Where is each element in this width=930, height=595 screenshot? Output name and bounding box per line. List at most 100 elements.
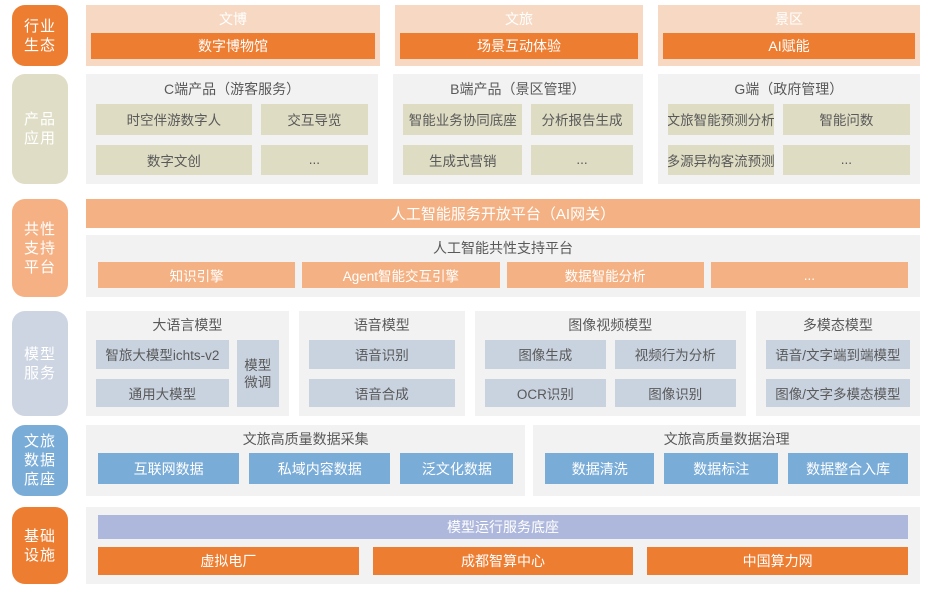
data-collection-group: 文旅高质量数据采集 互联网数据 私域内容数据 泛文化数据 [86, 425, 526, 496]
model-group-title: 语音模型 [353, 317, 410, 333]
model-item: 智旅大模型ichts-v2 [96, 340, 229, 369]
infrastructure-panel: 模型运行服务底座 虚拟电厂 成都智算中心 中国算力网 [86, 507, 920, 584]
section-industry-ecosystem: 行业 生态 文博 数字博物馆 文旅 场景互动体验 景区 AI赋能 [0, 5, 930, 66]
ai-culture-tourism-architecture-diagram: 行业 生态 文博 数字博物馆 文旅 场景互动体验 景区 AI赋能 产品 应用 [0, 5, 930, 595]
product-button-grid: 文旅智能预测分析 智能问数 多源异构客流预测 ... [667, 104, 910, 175]
multimodal-button-stack: 语音/文字端到端模型 图像/文字多模态模型 [765, 340, 910, 407]
data-item: 互联网数据 [98, 453, 240, 484]
label-line: 底座 [23, 471, 56, 488]
product-item-more: ... [260, 144, 369, 175]
model-group-title: 图像视频模型 [568, 317, 653, 333]
industry-ecosystem-label: 行业 生态 [12, 5, 68, 66]
data-foundation-label: 文旅 数据 底座 [12, 425, 68, 496]
eco-column-tourism: 文旅 场景互动体验 [395, 5, 643, 66]
eco-column-bar: AI赋能 [663, 33, 915, 59]
model-item: OCR识别 [484, 378, 606, 407]
ai-common-platform-panel: 人工智能共性支持平台 知识引擎 Agent智能交互引擎 数据智能分析 ... [86, 235, 920, 297]
label-line: 模型 [244, 357, 272, 373]
label-line: 基础 [23, 527, 56, 545]
label-line: 应用 [23, 130, 56, 147]
label-line: 数据 [23, 452, 56, 469]
model-item: 语音/文字端到端模型 [765, 340, 910, 369]
label-line: 行业 [23, 17, 56, 35]
eco-column-museum: 文博 数字博物馆 [86, 5, 380, 66]
data-group-title: 文旅高质量数据采集 [242, 431, 369, 447]
eco-column-title: 文博 [219, 11, 247, 27]
product-item: 智能问数 [782, 104, 910, 135]
llm-button-stack: 智旅大模型ichts-v2 通用大模型 [96, 340, 229, 407]
product-item: 多源异构客流预测 [667, 144, 774, 175]
infrastructure-button-row: 虚拟电厂 成都智算中心 中国算力网 [98, 547, 909, 575]
infrastructure-item: 成都智算中心 [372, 547, 634, 575]
product-applications-label: 产品 应用 [12, 74, 68, 184]
infrastructure-content: 模型运行服务底座 虚拟电厂 成都智算中心 中国算力网 [86, 507, 920, 584]
model-group-title: 大语言模型 [152, 317, 223, 333]
ai-gateway-bar: 人工智能服务开放平台（AI网关） [86, 199, 920, 228]
label-line: 文旅 [23, 433, 56, 450]
data-governance-group: 文旅高质量数据治理 数据清洗 数据标注 数据整合入库 [533, 425, 920, 496]
eco-column-bar: 数字博物馆 [91, 33, 375, 59]
model-item: 图像/文字多模态模型 [765, 378, 910, 407]
label-line: 平台 [23, 258, 56, 276]
product-group-b-side: B端产品（景区管理） 智能业务协同底座 分析报告生成 生成式营销 ... [393, 74, 643, 184]
infrastructure-item: 中国算力网 [647, 547, 909, 575]
eco-column-title: 文旅 [505, 11, 533, 27]
platform-item: 知识引擎 [98, 262, 296, 288]
model-group-speech: 语音模型 语音识别 语音合成 [298, 311, 465, 416]
industry-ecosystem-content: 文博 数字博物馆 文旅 场景互动体验 景区 AI赋能 [86, 5, 920, 66]
section-product-applications: 产品 应用 C端产品（游客服务） 时空伴游数字人 交互导览 数字文创 ... B… [0, 74, 930, 184]
product-group-title: C端产品（游客服务） [163, 81, 301, 97]
common-support-platform-content: 人工智能服务开放平台（AI网关） 人工智能共性支持平台 知识引擎 Agent智能… [86, 199, 920, 297]
platform-item: Agent智能交互引擎 [302, 262, 500, 288]
product-group-c-side: C端产品（游客服务） 时空伴游数字人 交互导览 数字文创 ... [86, 74, 379, 184]
eco-column-bar: 场景互动体验 [400, 33, 638, 59]
data-item: 私域内容数据 [249, 453, 391, 484]
label-line: 共性 [23, 220, 56, 238]
infrastructure-item: 虚拟电厂 [98, 547, 359, 575]
platform-button-row: 知识引擎 Agent智能交互引擎 数据智能分析 ... [98, 262, 908, 288]
product-button-grid: 时空伴游数字人 交互导览 数字文创 ... [96, 104, 369, 175]
product-button-grid: 智能业务协同底座 分析报告生成 生成式营销 ... [403, 104, 633, 175]
model-item: 语音识别 [308, 340, 455, 369]
product-item: 分析报告生成 [531, 104, 633, 135]
label-line: 支持 [23, 239, 56, 257]
product-group-g-side: G端（政府管理） 文旅智能预测分析 智能问数 多源异构客流预测 ... [657, 74, 921, 184]
data-group-title: 文旅高质量数据治理 [663, 431, 790, 447]
product-item: 交互导览 [260, 104, 369, 135]
product-item-more: ... [782, 144, 910, 175]
common-support-platform-label: 共性 支持 平台 [12, 199, 68, 297]
platform-item: 数据智能分析 [506, 262, 704, 288]
ai-common-platform-title: 人工智能共性支持平台 [433, 240, 573, 256]
model-group-multimodal: 多模态模型 语音/文字端到端模型 图像/文字多模态模型 [755, 311, 920, 416]
data-button-row: 数据清洗 数据标注 数据整合入库 [545, 453, 908, 484]
data-button-row: 互联网数据 私域内容数据 泛文化数据 [98, 453, 514, 484]
model-item: 视频行为分析 [614, 340, 736, 369]
eco-column-title: 景区 [775, 11, 803, 27]
label-line: 模型 [23, 345, 56, 363]
model-services-content: 大语言模型 智旅大模型ichts-v2 通用大模型 模型 微调 语音模型 语音识… [86, 311, 920, 416]
product-item: 时空伴游数字人 [96, 104, 252, 135]
product-item: 文旅智能预测分析 [667, 104, 774, 135]
product-item: 智能业务协同底座 [403, 104, 523, 135]
model-services-label: 模型 服务 [12, 311, 68, 416]
model-item: 图像生成 [484, 340, 606, 369]
label-line: 服务 [23, 364, 56, 382]
section-common-support-platform: 共性 支持 平台 人工智能服务开放平台（AI网关） 人工智能共性支持平台 知识引… [0, 199, 930, 297]
infrastructure-label: 基础 设施 [12, 507, 68, 584]
eco-column-scenic-area: 景区 AI赋能 [658, 5, 920, 66]
image-video-button-grid: 图像生成 视频行为分析 OCR识别 图像识别 [484, 340, 736, 407]
model-runtime-bar: 模型运行服务底座 [98, 515, 908, 539]
model-group-llm: 大语言模型 智旅大模型ichts-v2 通用大模型 模型 微调 [86, 311, 289, 416]
product-group-title: B端产品（景区管理） [450, 81, 586, 97]
llm-body: 智旅大模型ichts-v2 通用大模型 模型 微调 [96, 340, 279, 407]
data-item: 泛文化数据 [400, 453, 514, 484]
product-group-title: G端（政府管理） [734, 81, 844, 97]
label-line: 微调 [244, 374, 272, 390]
product-item: 数字文创 [96, 144, 252, 175]
section-model-services: 模型 服务 大语言模型 智旅大模型ichts-v2 通用大模型 模型 微调 [0, 311, 930, 416]
model-group-title: 多模态模型 [802, 317, 873, 333]
product-item: 生成式营销 [403, 144, 523, 175]
model-group-image-video: 图像视频模型 图像生成 视频行为分析 OCR识别 图像识别 [474, 311, 746, 416]
model-finetune-box: 模型 微调 [236, 340, 279, 407]
model-item: 图像识别 [614, 378, 736, 407]
